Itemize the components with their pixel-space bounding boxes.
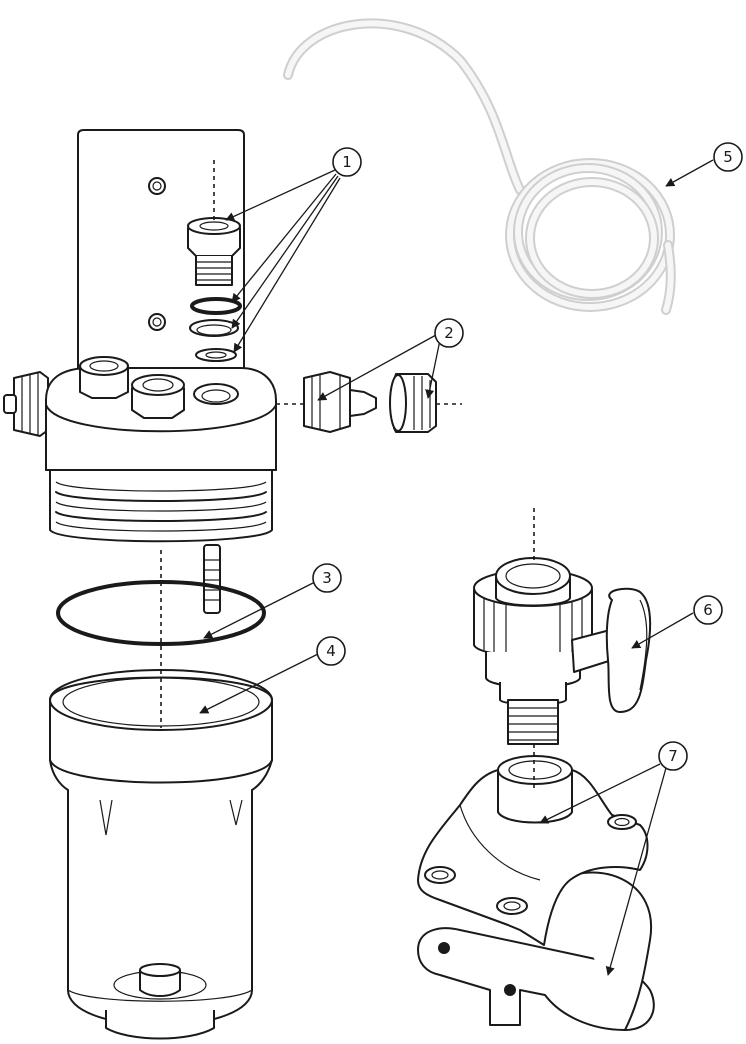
filter-head-assembly (3, 129, 277, 614)
callout-1: 1 (332, 147, 362, 177)
callout-2: 2 (434, 318, 464, 348)
callout-leaders (199, 159, 714, 976)
callout-5: 5 (713, 142, 743, 172)
callout-3: 3 (312, 563, 342, 593)
screw-hole-icon (148, 177, 166, 195)
callout-4-label: 4 (326, 642, 336, 660)
callout-7-label: 7 (668, 747, 678, 765)
saddle-clamp (417, 755, 655, 1031)
callout-7: 7 (658, 741, 688, 771)
side-fittings (303, 371, 437, 433)
coiled-tube (283, 18, 676, 315)
callout-6-label: 6 (703, 601, 713, 619)
screw-hole-icon (148, 313, 166, 331)
callout-6: 6 (693, 595, 723, 625)
callout-5-label: 5 (723, 148, 733, 166)
callout-3-label: 3 (322, 569, 332, 587)
callout-4: 4 (316, 636, 346, 666)
callout-2-label: 2 (444, 324, 454, 342)
callout-1-label: 1 (342, 153, 352, 171)
ball-valve (473, 557, 652, 745)
assembly-center-lines (160, 160, 535, 790)
filter-bowl (49, 669, 273, 1040)
